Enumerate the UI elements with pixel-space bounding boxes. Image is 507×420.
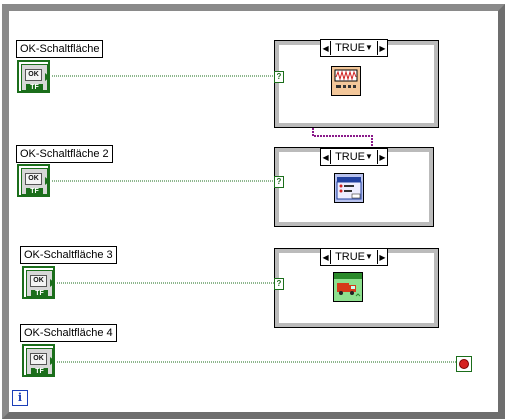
selector-increment-icon[interactable]: ▶ <box>379 43 386 53</box>
waveform-graph-icon[interactable] <box>331 66 361 96</box>
delivery-truck-icon[interactable] <box>333 272 363 302</box>
dropdown-arrow-icon: ▼ <box>365 252 373 261</box>
tf-badge: TF <box>26 84 43 92</box>
case-selector-terminal-1[interactable]: ? <box>274 71 284 83</box>
loop-condition-terminal[interactable] <box>456 356 472 372</box>
selector-decrement-icon[interactable]: ◀ <box>322 152 329 162</box>
dropdown-arrow-icon: ▼ <box>365 43 373 52</box>
iteration-terminal-icon[interactable]: i <box>12 390 28 406</box>
output-arrow-icon <box>45 73 50 81</box>
tf-badge: TF <box>31 368 48 376</box>
control-label-ok-2[interactable]: OK-Schaltfläche 2 <box>16 145 113 163</box>
selector-value[interactable]: TRUE▼ <box>330 150 378 164</box>
case-selector-3[interactable]: ◀ TRUE▼ ▶ <box>320 248 388 266</box>
control-label-ok-3[interactable]: OK-Schaltfläche 3 <box>20 246 117 264</box>
output-arrow-icon <box>50 357 55 365</box>
ok-button-terminal-1[interactable]: OK TF <box>17 60 50 93</box>
ok-button-glyph: OK <box>25 69 42 81</box>
output-arrow-icon <box>45 177 50 185</box>
ok-button-glyph: OK <box>25 173 42 185</box>
stop-icon <box>459 359 469 369</box>
tf-badge: TF <box>26 188 43 196</box>
case-selector-terminal-3[interactable]: ? <box>274 278 284 290</box>
ok-button-terminal-2[interactable]: OK TF <box>17 164 50 197</box>
dropdown-arrow-icon: ▼ <box>365 152 373 161</box>
selector-value[interactable]: TRUE▼ <box>330 41 378 55</box>
dialog-box-icon[interactable] <box>334 173 364 203</box>
case-selector-1[interactable]: ◀ TRUE▼ ▶ <box>320 39 388 57</box>
waveform-graph-icon-art <box>334 69 358 88</box>
selector-decrement-icon[interactable]: ◀ <box>322 252 329 262</box>
selector-increment-icon[interactable]: ▶ <box>379 252 386 262</box>
delivery-truck-icon-art <box>334 273 362 297</box>
selector-value[interactable]: TRUE▼ <box>330 250 378 264</box>
dialog-box-icon-art <box>336 177 362 200</box>
output-arrow-icon <box>50 279 55 287</box>
ok-button-glyph: OK <box>30 275 47 287</box>
terminal-body: OK <box>21 168 48 195</box>
ok-button-terminal-4[interactable]: OK TF <box>22 344 55 377</box>
ok-button-glyph: OK <box>30 353 47 365</box>
tf-badge: TF <box>31 290 48 298</box>
control-label-ok-1[interactable]: OK-Schaltfläche <box>16 40 104 58</box>
selector-increment-icon[interactable]: ▶ <box>379 152 386 162</box>
case-selector-2[interactable]: ◀ TRUE▼ ▶ <box>320 148 388 166</box>
selector-decrement-icon[interactable]: ◀ <box>322 43 329 53</box>
case-selector-terminal-2[interactable]: ? <box>274 176 284 188</box>
ok-button-terminal-3[interactable]: OK TF <box>22 266 55 299</box>
control-label-ok-4[interactable]: OK-Schaltfläche 4 <box>20 324 117 342</box>
